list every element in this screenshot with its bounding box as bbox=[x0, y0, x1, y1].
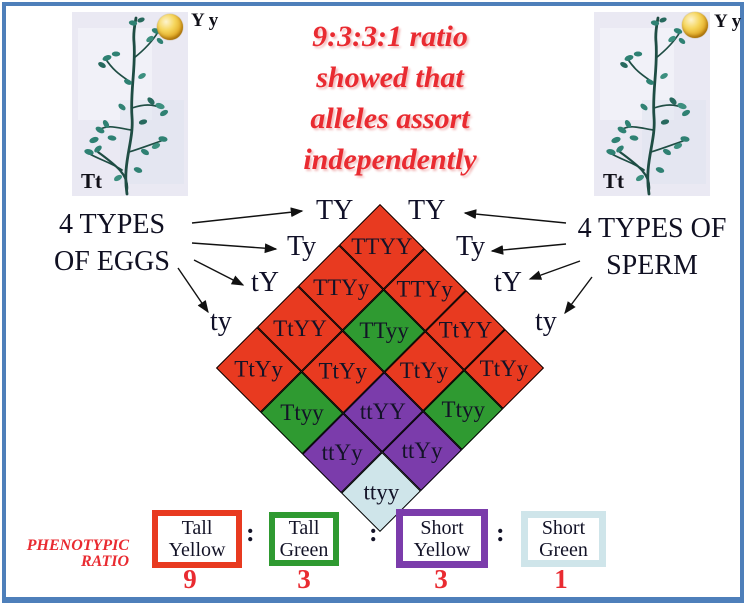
slide-title: 9:3:3:1 ratio showed that alleles assort… bbox=[255, 16, 525, 180]
sperm-caption-line1: 4 TYPES OF bbox=[577, 213, 727, 244]
eggs-caption-line1: 4 TYPES bbox=[58, 209, 166, 240]
sperm-gamete-tY: tY bbox=[494, 267, 522, 298]
title-line: showed that bbox=[316, 61, 464, 94]
sperm-gamete-TY: TY bbox=[408, 195, 446, 226]
title-line: independently bbox=[303, 143, 477, 176]
sperm-gamete-ty: ty bbox=[535, 306, 557, 337]
ratio-separator: : bbox=[369, 518, 378, 547]
plant-genotype-label: Tt bbox=[603, 169, 624, 193]
eggs-caption: 4 TYPES OF EGGS bbox=[28, 206, 196, 280]
title-line: 9:3:3:1 ratio bbox=[312, 20, 468, 53]
egg-gamete-ty: ty bbox=[210, 306, 232, 337]
sperm-gamete-Ty: Ty bbox=[456, 231, 486, 262]
phenotype-box-tall-yellow: Tall Yellow bbox=[152, 510, 242, 568]
ratio-separator: : bbox=[496, 518, 505, 547]
parent-plant-left: Tt bbox=[72, 12, 188, 196]
pea-plant-icon bbox=[72, 12, 188, 196]
pea-seed-icon bbox=[682, 12, 708, 38]
parent-plant-right: Tt bbox=[594, 12, 710, 196]
seed-genotype-label: Y y bbox=[191, 10, 219, 31]
ratio-separator: : bbox=[246, 518, 255, 547]
egg-gamete-tY: tY bbox=[251, 267, 279, 298]
egg-gamete-Ty: Ty bbox=[287, 231, 317, 262]
ratio-count-short-yellow: 3 bbox=[434, 564, 448, 594]
phenotype-box-short-green: Short Green bbox=[521, 511, 606, 567]
ratio-count-tall-green: 3 bbox=[297, 564, 311, 594]
plant-genotype-label: Tt bbox=[81, 169, 102, 193]
sperm-caption-line2: SPERM bbox=[606, 250, 698, 281]
egg-gamete-TY: TY bbox=[316, 195, 354, 226]
pea-seed-icon bbox=[157, 14, 183, 40]
seed-genotype-label: Y y bbox=[714, 11, 742, 32]
title-line: alleles assort bbox=[310, 102, 470, 135]
eggs-caption-line2: OF EGGS bbox=[54, 246, 170, 277]
phenotype-box-tall-green: Tall Green bbox=[269, 512, 339, 566]
pea-plant-icon bbox=[594, 12, 710, 196]
phenotypic-ratio-caption: PHENOTYPIC RATIO bbox=[26, 537, 129, 570]
ratio-count-short-green: 1 bbox=[554, 564, 568, 594]
phenotype-box-short-yellow: Short Yellow bbox=[396, 509, 488, 568]
ratio-count-tall-yellow: 9 bbox=[183, 564, 197, 594]
sperm-caption: 4 TYPES OF SPERM bbox=[568, 210, 736, 284]
